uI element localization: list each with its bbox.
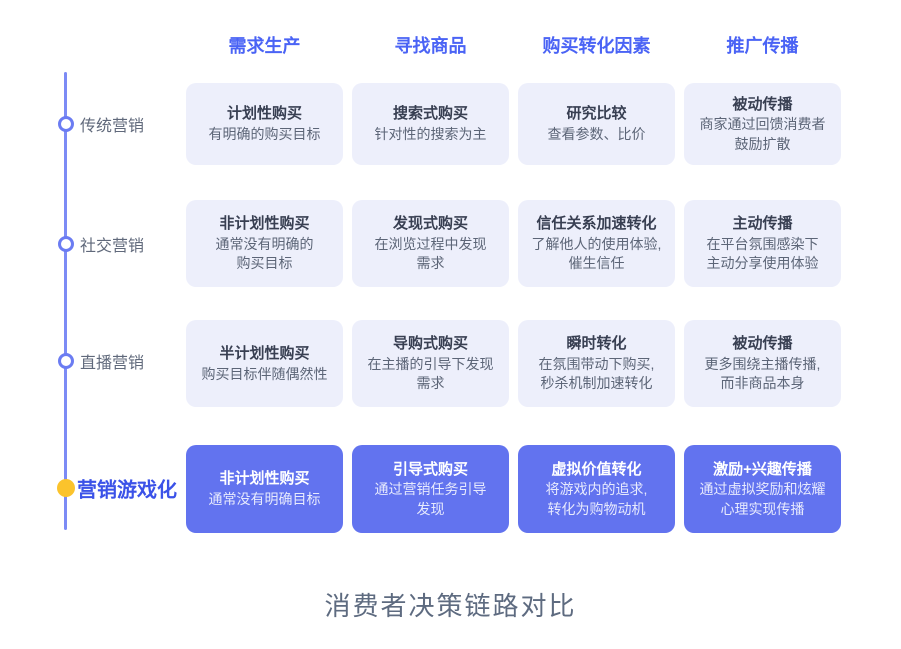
column-header-promotion: 推广传播 <box>726 36 799 56</box>
row-label-traditional: 传统营销 <box>80 118 145 135</box>
row-label-social: 社交营销 <box>80 238 145 255</box>
column-header-conversion: 购买转化因素 <box>542 36 651 56</box>
card-body: 通常没有明确目标 <box>208 491 321 508</box>
card-body: 商家通过回馈消费者 鼓励扩散 <box>699 116 826 152</box>
card-title: 搜索式购买 <box>392 105 468 123</box>
card-title: 半计划性购买 <box>219 344 310 362</box>
timeline-node-livestream <box>58 353 74 369</box>
card-title: 计划性购买 <box>226 105 302 123</box>
card-title: 虚拟价值转化 <box>551 460 642 478</box>
decision-card: 瞬时转化 在氛围带动下购买, 秒杀机制加速转化 <box>518 320 675 407</box>
decision-card: 被动传播 商家通过回馈消费者 鼓励扩散 <box>684 83 841 165</box>
decision-card-highlight: 非计划性购买 通常没有明确目标 <box>186 445 343 533</box>
card-body: 了解他人的使用体验, 催生信任 <box>531 235 662 272</box>
card-title: 发现式购买 <box>392 215 468 233</box>
decision-card: 半计划性购买 购买目标伴随偶然性 <box>186 320 343 407</box>
column-header-demand: 需求生产 <box>228 36 301 56</box>
timeline-node-gamification <box>57 479 75 497</box>
decision-card: 非计划性购买 通常没有明确的 购买目标 <box>186 200 343 287</box>
card-title: 非计划性购买 <box>219 215 310 233</box>
card-title: 主动传播 <box>732 215 793 233</box>
card-body: 在浏览过程中发现 需求 <box>374 235 487 272</box>
decision-card: 导购式购买 在主播的引导下发现 需求 <box>352 320 509 407</box>
decision-card-highlight: 激励+兴趣传播 通过虚拟奖励和炫耀 心理实现传播 <box>684 445 841 533</box>
chart-caption: 消费者决策链路对比 <box>324 591 577 621</box>
card-body: 在氛围带动下购买, 秒杀机制加速转化 <box>538 355 655 392</box>
timeline-node-social <box>58 236 74 252</box>
card-body: 针对性的搜索为主 <box>374 126 487 143</box>
decision-card: 信任关系加速转化 了解他人的使用体验, 催生信任 <box>518 200 675 287</box>
decision-card: 研究比较 查看参数、比价 <box>518 83 675 165</box>
card-row-gamification: 非计划性购买 通常没有明确目标 引导式购买 通过营销任务引导 发现 虚拟价值转化… <box>186 445 841 533</box>
decision-card-highlight: 引导式购买 通过营销任务引导 发现 <box>352 445 509 533</box>
card-body: 通常没有明确的 购买目标 <box>215 235 314 272</box>
card-body: 有明确的购买目标 <box>208 126 321 143</box>
decision-card: 发现式购买 在浏览过程中发现 需求 <box>352 200 509 287</box>
card-row-traditional: 计划性购买 有明确的购买目标 搜索式购买 针对性的搜索为主 研究比较 查看参数、… <box>186 83 841 165</box>
card-row-livestream: 半计划性购买 购买目标伴随偶然性 导购式购买 在主播的引导下发现 需求 瞬时转化… <box>186 320 841 407</box>
card-title: 引导式购买 <box>392 460 468 478</box>
card-title: 非计划性购买 <box>219 470 310 488</box>
row-label-gamification: 营销游戏化 <box>77 479 177 502</box>
card-title: 被动传播 <box>732 335 793 353</box>
card-body: 将游戏内的追求, 转化为购物动机 <box>545 481 648 517</box>
decision-card-highlight: 虚拟价值转化 将游戏内的追求, 转化为购物动机 <box>518 445 675 533</box>
card-title: 瞬时转化 <box>566 335 627 353</box>
decision-card: 被动传播 更多围绕主播传播, 而非商品本身 <box>684 320 841 407</box>
column-headers: 需求生产 寻找商品 购买转化因素 推广传播 <box>186 32 841 58</box>
card-body: 在主播的引导下发现 需求 <box>367 355 494 392</box>
card-body: 购买目标伴随偶然性 <box>201 365 328 382</box>
timeline-line <box>64 72 67 530</box>
card-body: 在平台氛围感染下 主动分享使用体验 <box>706 235 819 272</box>
card-title: 研究比较 <box>566 105 627 123</box>
decision-card: 搜索式购买 针对性的搜索为主 <box>352 83 509 165</box>
timeline-node-traditional <box>58 116 74 132</box>
card-row-social: 非计划性购买 通常没有明确的 购买目标 发现式购买 在浏览过程中发现 需求 信任… <box>186 200 841 287</box>
card-body: 通过虚拟奖励和炫耀 心理实现传播 <box>699 481 826 517</box>
card-body: 更多围绕主播传播, 而非商品本身 <box>704 355 821 392</box>
decision-card: 计划性购买 有明确的购买目标 <box>186 83 343 165</box>
card-body: 查看参数、比价 <box>547 126 646 143</box>
column-header-find-product: 寻找商品 <box>394 36 467 56</box>
decision-card: 主动传播 在平台氛围感染下 主动分享使用体验 <box>684 200 841 287</box>
card-body: 通过营销任务引导 发现 <box>374 481 487 517</box>
card-title: 激励+兴趣传播 <box>713 460 812 478</box>
row-label-livestream: 直播营销 <box>80 355 145 372</box>
card-title: 被动传播 <box>732 95 793 113</box>
card-title: 信任关系加速转化 <box>536 215 657 233</box>
card-title: 导购式购买 <box>392 335 468 353</box>
